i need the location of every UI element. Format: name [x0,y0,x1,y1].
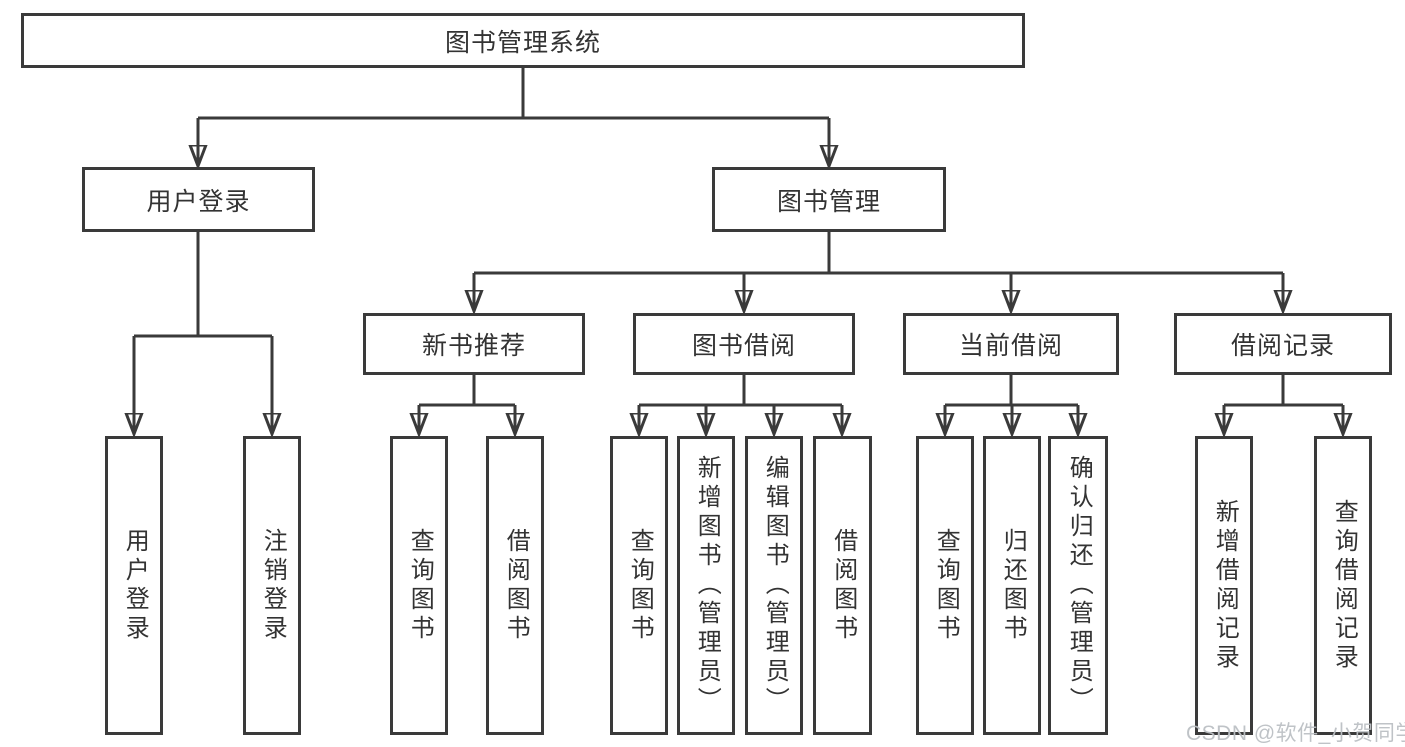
node-leaf-br-add-record: 新增借阅记录 [1195,436,1253,735]
node-book-borrowing-label: 图书借阅 [691,332,796,360]
node-book-management-label: 图书管理 [776,187,881,216]
node-leaf-cb-query-books: 查询图书 [916,436,974,735]
node-borrowing-records-label: 借阅记录 [1230,332,1335,360]
node-leaf-user-login: 用户登录 [105,436,163,735]
node-leaf-cb-confirm-return-admin: 确认归还（管理员） [1048,436,1108,735]
node-leaf-nbr-borrow-books: 借阅图书 [486,436,544,735]
node-leaf-nbr-query-books: 查询图书 [390,436,448,735]
node-leaf-bb-add-books-admin-label: 新增图书（管理员） [693,455,721,716]
node-borrowing-records: 借阅记录 [1174,313,1392,375]
node-leaf-bb-query-books: 查询图书 [610,436,668,735]
csdn-watermark: CSDN @软件_小贺同学 [1186,722,1405,745]
node-root: 图书管理系统 [21,13,1025,68]
node-leaf-br-add-record-label: 新增借阅记录 [1211,498,1239,673]
node-book-borrowing: 图书借阅 [633,313,855,375]
node-leaf-cb-return-books: 归还图书 [983,436,1041,735]
node-leaf-br-query-record: 查询借阅记录 [1314,436,1372,735]
node-leaf-bb-borrow-books-label: 借阅图书 [829,527,857,644]
node-leaf-logout-label: 注销登录 [259,527,287,644]
node-leaf-bb-query-books-label: 查询图书 [626,527,654,644]
node-leaf-cb-query-books-label: 查询图书 [932,527,960,644]
node-leaf-br-query-record-label: 查询借阅记录 [1330,498,1358,673]
node-root-label: 图书管理系统 [444,28,601,57]
node-leaf-cb-return-books-label: 归还图书 [999,527,1027,644]
node-leaf-logout: 注销登录 [243,436,301,735]
node-user-login: 用户登录 [82,167,315,232]
node-leaf-cb-confirm-return-admin-label: 确认归还（管理员） [1065,455,1093,716]
node-leaf-bb-add-books-admin: 新增图书（管理员） [677,436,735,735]
node-current-borrowing: 当前借阅 [903,313,1119,375]
node-leaf-bb-edit-books-admin: 编辑图书（管理员） [745,436,803,735]
node-new-book-recommend-label: 新书推荐 [421,332,526,360]
node-leaf-bb-borrow-books: 借阅图书 [813,436,872,735]
node-leaf-bb-edit-books-admin-label: 编辑图书（管理员） [761,455,789,716]
node-leaf-nbr-borrow-books-label: 借阅图书 [502,527,530,644]
node-book-management: 图书管理 [712,167,946,232]
node-leaf-user-login-label: 用户登录 [121,527,149,644]
node-user-login-label: 用户登录 [146,187,251,216]
node-current-borrowing-label: 当前借阅 [958,332,1063,360]
node-new-book-recommend: 新书推荐 [363,313,585,375]
node-leaf-nbr-query-books-label: 查询图书 [406,527,434,644]
